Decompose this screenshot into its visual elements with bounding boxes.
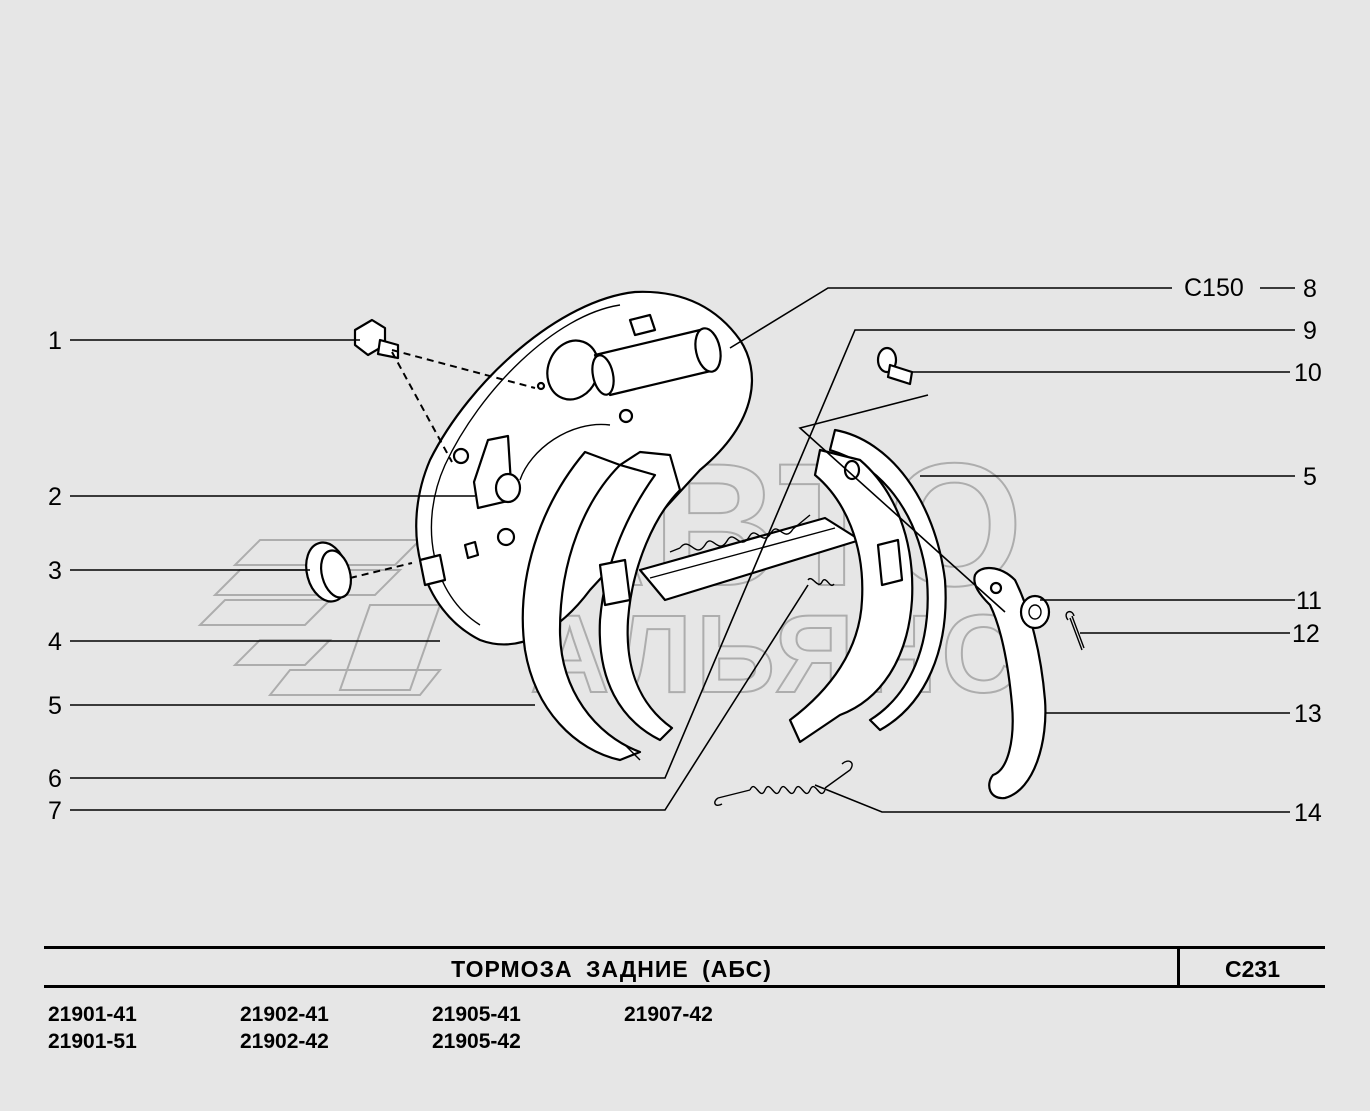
right-brake-shoe <box>788 428 947 744</box>
callout-7: 7 <box>48 797 62 825</box>
callout-5-right: 5 <box>1303 463 1317 491</box>
parking-lever <box>973 567 1051 800</box>
page-title: ТОРМОЗА ЗАДНИЕ (АБС) <box>451 956 772 982</box>
retaining-pin <box>876 346 914 386</box>
watermark-logo <box>197 539 443 696</box>
callout-1: 1 <box>48 327 62 355</box>
callout-2: 2 <box>48 483 62 511</box>
callout-6: 6 <box>48 765 62 793</box>
bolt <box>353 318 400 360</box>
model-code: 21905-42 <box>432 1030 521 1053</box>
model-code: 21901-51 <box>48 1030 137 1053</box>
page-code: C231 <box>1225 956 1280 982</box>
cotter-pin <box>1065 610 1085 651</box>
callout-8: 8 <box>1303 275 1317 303</box>
callout-12: 12 <box>1292 620 1320 648</box>
shoe-guide <box>472 434 522 510</box>
model-code: 21901-41 <box>48 1003 137 1026</box>
upper-spring <box>669 514 811 553</box>
callout-3: 3 <box>48 557 62 585</box>
model-code: 21905-41 <box>432 1003 521 1026</box>
callout-9: 9 <box>1303 317 1317 345</box>
leader-lines <box>70 287 1295 813</box>
callout-13: 13 <box>1294 700 1322 728</box>
lower-spring <box>714 760 853 807</box>
model-code: 21902-42 <box>240 1030 329 1053</box>
callout-10: 10 <box>1294 359 1322 387</box>
callout-labels: 1 2 3 4 5 6 7 C150 8 9 10 5 11 12 13 14 <box>48 274 1322 827</box>
callout-5-left: 5 <box>48 692 62 720</box>
model-code: 21907-42 <box>624 1003 713 1026</box>
small-spring <box>807 577 835 587</box>
wheel-cylinder <box>591 313 722 397</box>
callout-8-ref: C150 <box>1184 274 1244 302</box>
brake-assembly-diagram: АВТО АЛЬЯНС <box>48 274 1322 827</box>
title-divider <box>1177 949 1180 985</box>
model-code: 21902-41 <box>240 1003 329 1026</box>
assembly-lines <box>349 349 536 579</box>
callout-14: 14 <box>1294 799 1322 827</box>
rubber-plug <box>305 541 352 603</box>
callout-11: 11 <box>1296 587 1322 615</box>
title-block: ТОРМОЗА ЗАДНИЕ (АБС) C231 <box>44 946 1325 988</box>
left-brake-shoe <box>521 450 682 762</box>
callout-4: 4 <box>48 628 62 656</box>
